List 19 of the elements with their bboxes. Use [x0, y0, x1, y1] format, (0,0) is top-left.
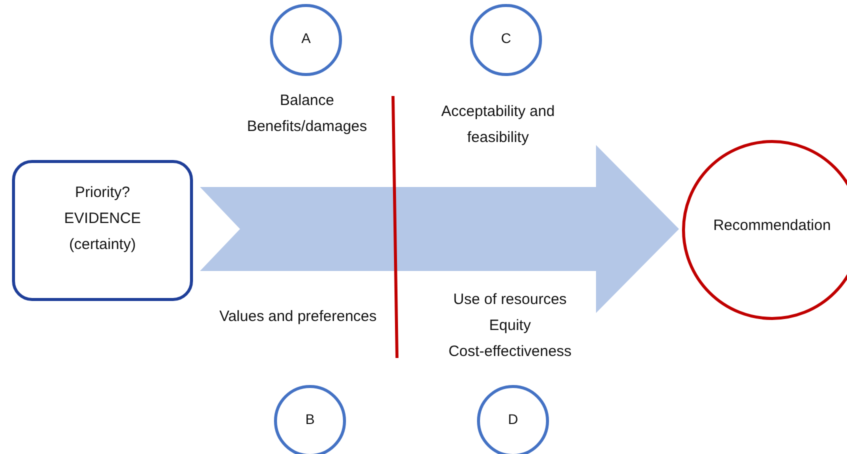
letter-circle: [274, 385, 346, 454]
criterion-label: Balance Benefits/damages: [246, 91, 368, 137]
letter-circle: [477, 385, 549, 454]
node-text: Recommendation: [713, 216, 831, 236]
criterion-label: Acceptability and feasibility: [440, 102, 556, 148]
circle-letter: D: [508, 410, 518, 429]
criterion-label: Use of resources: [452, 290, 568, 310]
input-box: [12, 160, 193, 301]
result-circle: [682, 140, 847, 320]
criterion-label: Values and preferences: [218, 307, 378, 327]
circle-letter: B: [305, 410, 315, 429]
circle-letter: A: [301, 29, 311, 48]
node-text: Priority? EVIDENCE (certainty): [63, 183, 142, 255]
criterion-label: Cost-effectiveness: [447, 342, 573, 362]
criterion-label: Equity: [488, 316, 532, 336]
letter-circle: [270, 4, 342, 76]
circle-letter: C: [500, 29, 512, 48]
letter-circle: [470, 4, 542, 76]
block-arrow: [200, 145, 679, 313]
